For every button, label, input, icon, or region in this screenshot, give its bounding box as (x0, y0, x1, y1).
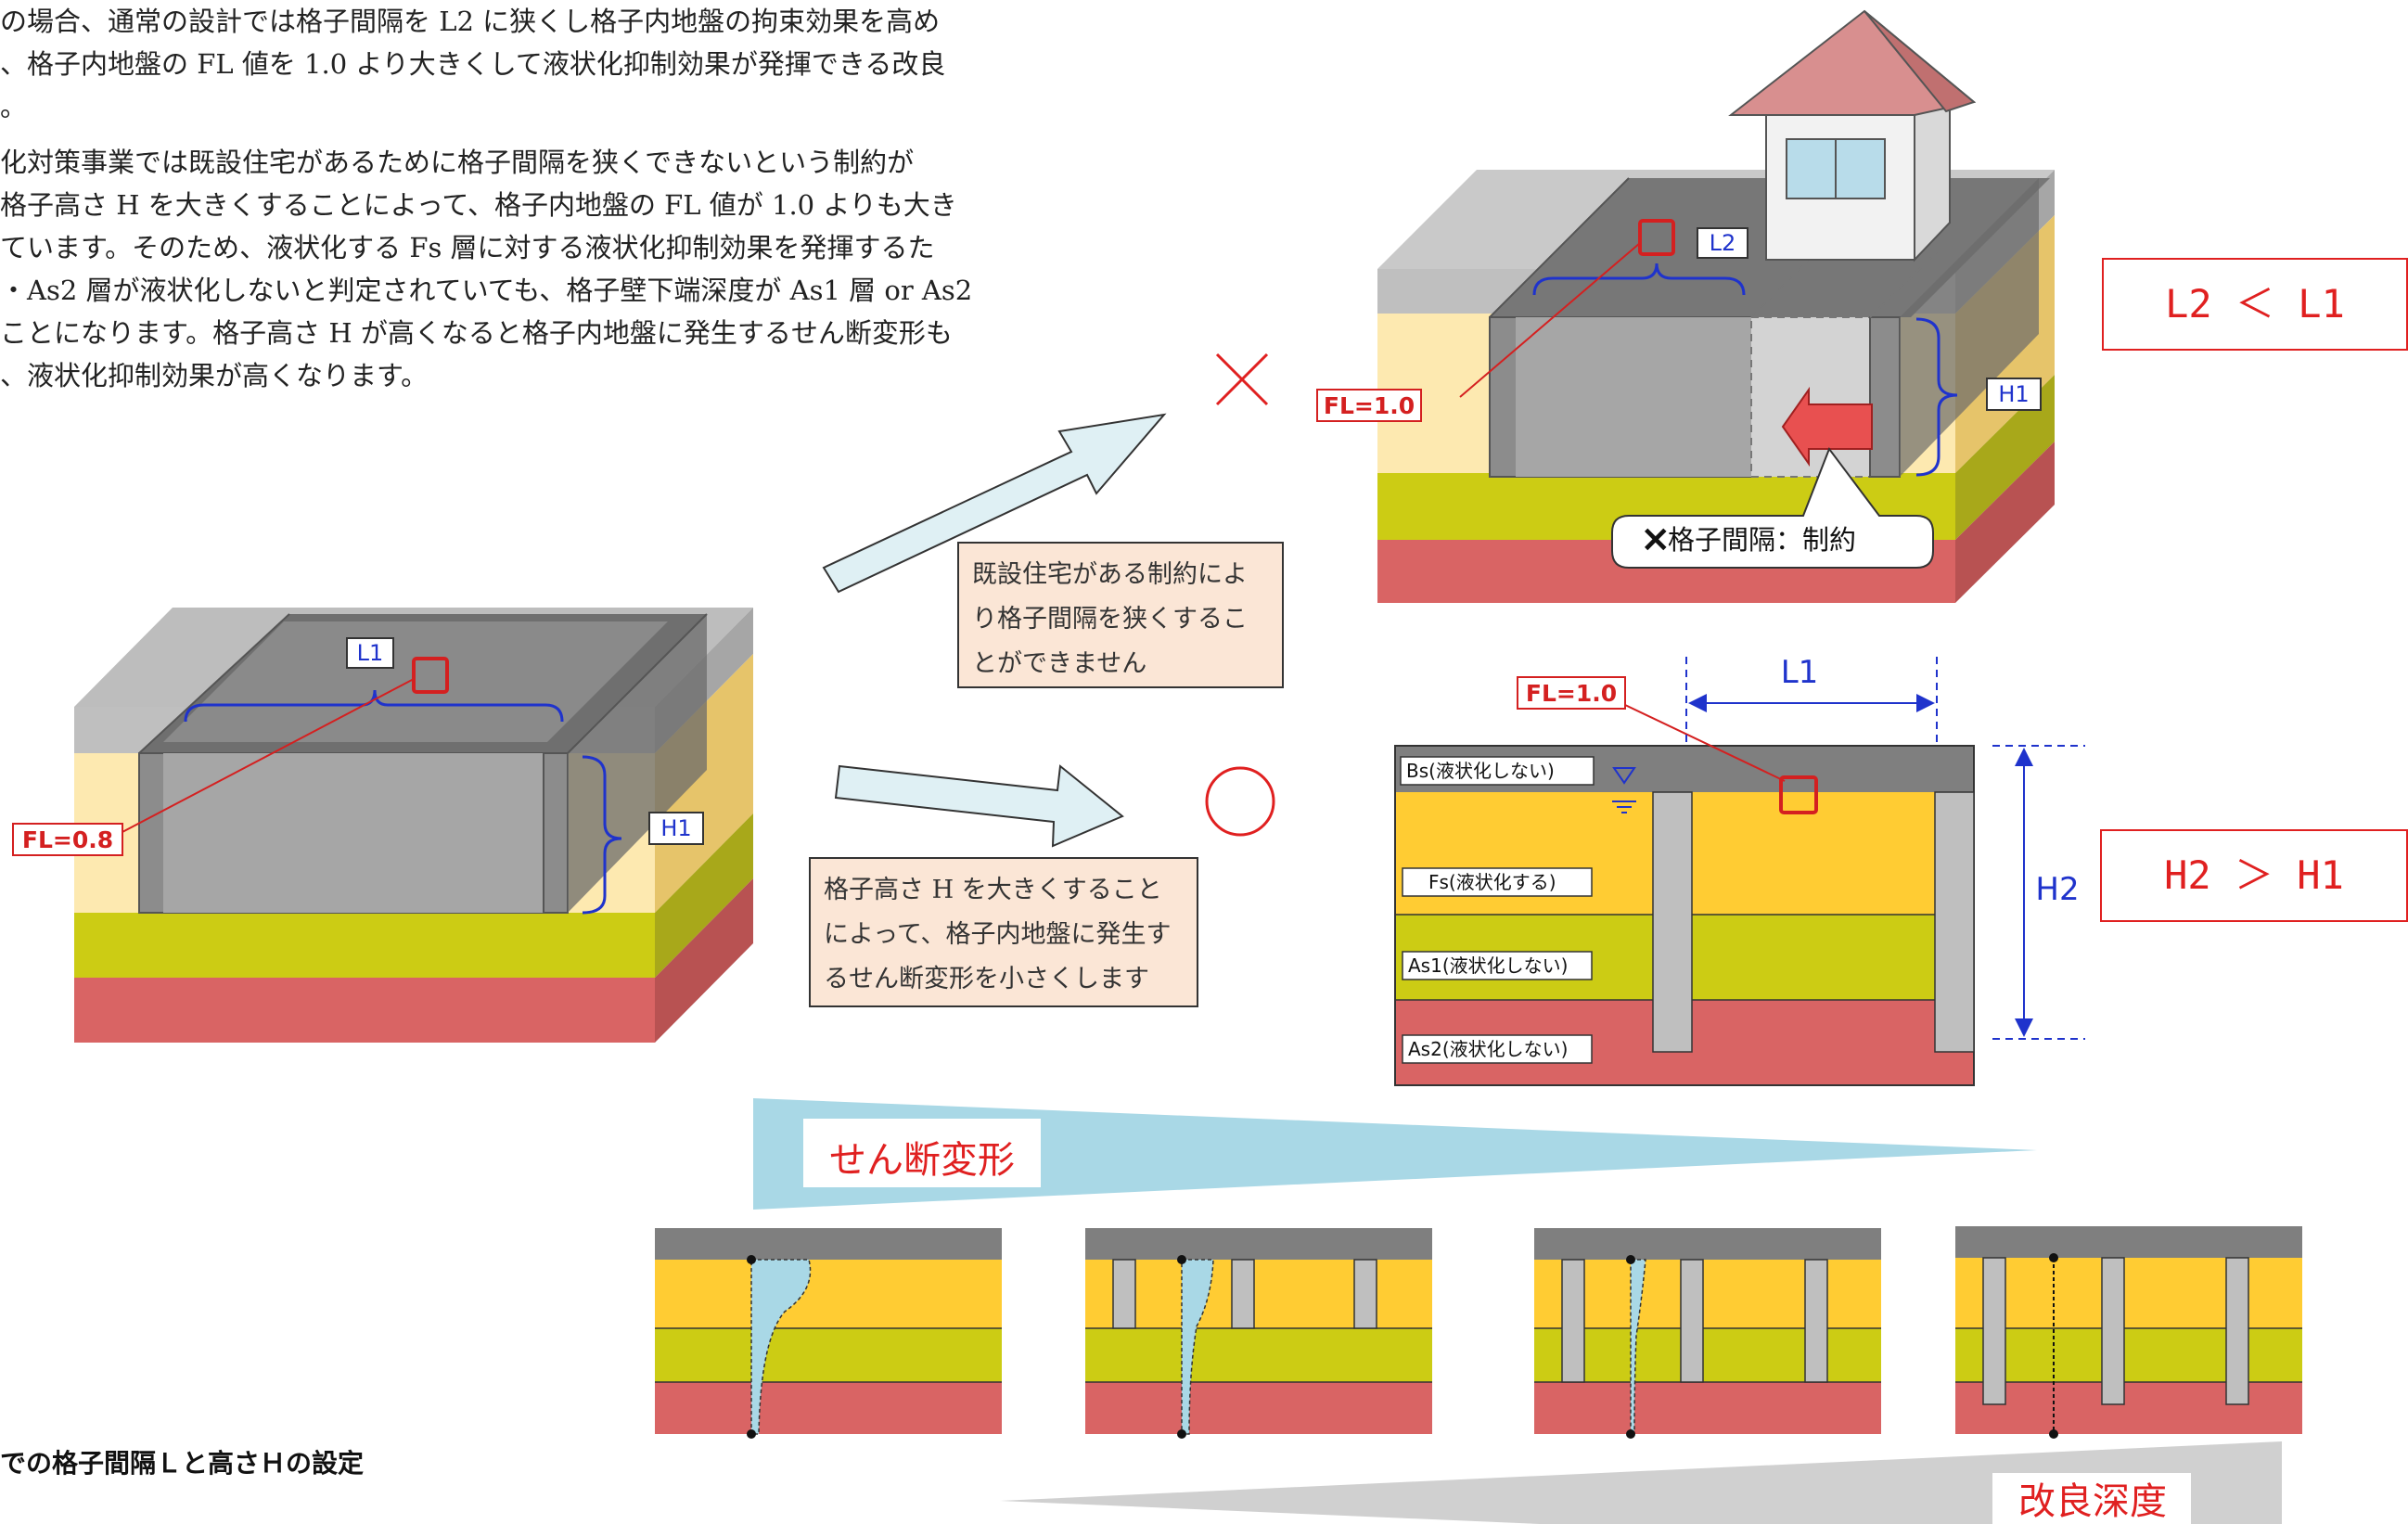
comparison-box-h: H2 ＞ H1 (2100, 829, 2408, 922)
figure-caption: での格子間隔Ｌと高さＨの設定 (0, 1448, 365, 1479)
h1-label: H1 (660, 815, 691, 841)
l2-label-box (1697, 227, 1748, 259)
l1-label-box (346, 637, 394, 669)
callout-line: 格子高さ H を大きくすること (824, 876, 1162, 904)
l2-brace (1532, 263, 1746, 296)
fl-10-box-section (1517, 676, 1626, 710)
h1-brace-upper (1915, 317, 1958, 477)
l2-label: L2 (1710, 230, 1736, 256)
layer-label-as2: As2(液状化しない) (1408, 1038, 1568, 1060)
paragraph-line: ことになります。格子高さ H が高くなると格子内地盤に発生するせん断変形も (0, 317, 953, 349)
h1-brace (582, 755, 622, 915)
depth-label-box (1992, 1473, 2191, 1524)
l1-dim-label: L1 (1781, 654, 1819, 691)
panel-1 (655, 1228, 1002, 1439)
fl-10-label-section: FL=1.0 (1526, 680, 1617, 707)
explanatory-paragraph: の場合、通常の設計では格子間隔を L2 に狭くし格子内地盤の拘束効果を高め 、格… (0, 0, 1039, 397)
callout-line: るせん断変形を小さくします (824, 965, 1149, 993)
panel-3 (1534, 1228, 1881, 1439)
paragraph-line: 格子高さ H を大きくすることによって、格子内地盤の FL 値が 1.0 よりも… (0, 189, 957, 221)
comparison-box-l: L2 ＜ L1 (2102, 258, 2408, 351)
not-feasible-cross-icon (1215, 352, 1269, 406)
callout-line: とができません (972, 649, 1147, 678)
paragraph-line: 、液状化抑制効果が高くなります。 (0, 360, 429, 391)
layer-label-box (1402, 951, 1593, 980)
fl-point-marker-section (1779, 775, 1818, 814)
arrow-to-solution (834, 764, 1124, 848)
layer-label-bs: Bs(液状化しない) (1406, 760, 1555, 782)
paragraph-line: 化対策事業では既設住宅があるために格子間隔を狭くできないという制約が (0, 147, 915, 178)
layer-label-fs: Fs(液状化する) (1428, 871, 1556, 893)
constraint-explanation-callout: 既設住宅がある制約によ り格子間隔を狭くするこ とができません (957, 542, 1284, 688)
panel-4 (1955, 1226, 2302, 1439)
h1-label-box (648, 812, 704, 845)
fl-10-label-upper: FL=1.0 (1324, 392, 1415, 419)
improvement-depth-wedge (1000, 1441, 2282, 1524)
layer-label-box (1400, 756, 1595, 786)
panel-2 (1085, 1228, 1432, 1439)
l1-brace (184, 689, 564, 723)
shear-label-box (803, 1119, 1041, 1187)
push-arrow-icon (1781, 386, 1873, 467)
paragraph-line: の場合、通常の設計では格子間隔を L2 に狭くし格子内地盤の拘束効果を高め (0, 6, 941, 37)
arrow-to-constraint (822, 413, 1167, 594)
section-diagram (1394, 745, 1975, 1086)
layer-label-box (1402, 1034, 1593, 1064)
callout-line: 既設住宅がある制約によ (972, 560, 1248, 589)
paragraph-line: 。 (0, 91, 28, 122)
callout-line: によって、格子内地盤に発生す (824, 920, 1172, 949)
comparison-l-text: L2 ＜ L1 (2165, 281, 2345, 327)
h2-dim-label: H2 (2035, 871, 2079, 908)
fl-08-box (12, 823, 123, 856)
cross-icon: × (1640, 518, 1672, 560)
shear-label: せん断変形 (829, 1139, 1015, 1182)
l1-label: L1 (357, 640, 384, 666)
constraint-callout (1611, 446, 1934, 569)
paragraph-line: ています。そのため、液状化する Fs 層に対する液状化抑制効果を発揮するた (0, 232, 935, 263)
fl-08-label: FL=0.8 (22, 826, 113, 853)
callout-line: り格子間隔を狭くするこ (972, 605, 1248, 634)
fl-point-marker (412, 657, 449, 694)
existing-house-icon (1728, 9, 1977, 263)
paragraph-line: ・As2 層が液状化しないと判定されていても、格子壁下端深度が As1 層 or… (0, 275, 973, 306)
paragraph-line: 、格子内地盤の FL 値を 1.0 より大きくして液状化抑制効果が発揮できる改良 (0, 48, 946, 80)
shear-deformation-wedge (753, 1098, 2037, 1210)
h1-label-upper: H1 (1998, 381, 2029, 407)
solution-explanation-callout: 格子高さ H を大きくすること によって、格子内地盤に発生す るせん断変形を小さ… (809, 857, 1198, 1007)
fl-10-box-upper (1316, 389, 1422, 422)
comparison-h-text: H2 ＞ H1 (2164, 852, 2344, 898)
fl-point-marker-upper (1638, 219, 1675, 256)
feasible-circle-icon (1205, 766, 1275, 837)
h1-label-box-upper (1986, 378, 2042, 411)
depth-label: 改良深度 (2018, 1480, 2167, 1523)
constraint-label: 格子間隔：制約 (1668, 524, 1856, 556)
layer-label-as1: As1(液状化しない) (1408, 954, 1568, 977)
layer-label-box (1402, 867, 1593, 897)
